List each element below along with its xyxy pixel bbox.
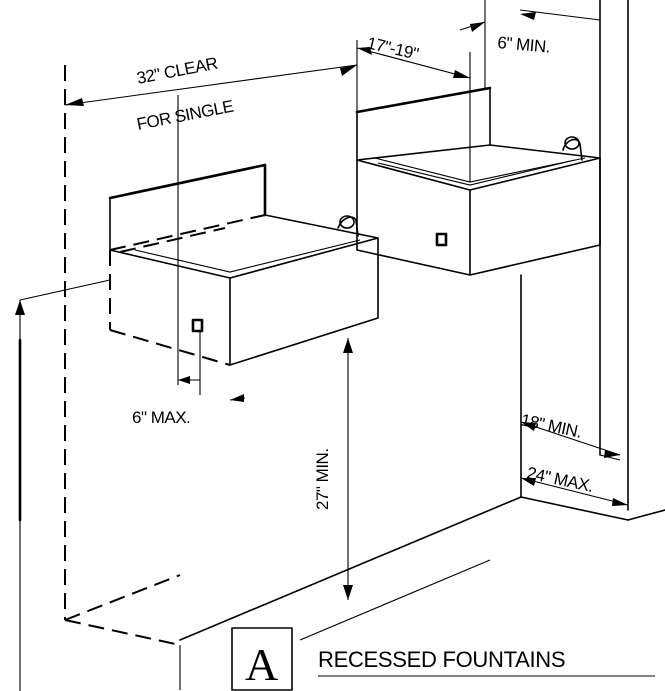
title-block-letter: A: [245, 639, 278, 690]
label-6-min: 6" MIN.: [497, 33, 551, 57]
label-clear-width: 32" CLEAR: [135, 54, 219, 88]
wall-lines: [179, 0, 665, 641]
label-spout-offset: 17"-19": [365, 33, 420, 63]
dimension-lines: [15, 0, 629, 691]
title-recessed-fountains: RECESSED FOUNTAINS: [318, 647, 565, 672]
label-27-min: 27" MIN.: [313, 448, 332, 510]
title-block: A RECESSED FOUNTAINS: [231, 627, 655, 691]
label-6-max: 6" MAX.: [132, 408, 190, 427]
alcove-dashed-outline: [64, 65, 181, 690]
left-fountain: [108, 163, 379, 366]
label-for-single: FOR SINGLE: [135, 97, 235, 134]
label-18-min: 18" MIN.: [519, 410, 583, 441]
right-fountain: [355, 86, 601, 276]
label-24-max: 24" MAX.: [525, 463, 595, 496]
